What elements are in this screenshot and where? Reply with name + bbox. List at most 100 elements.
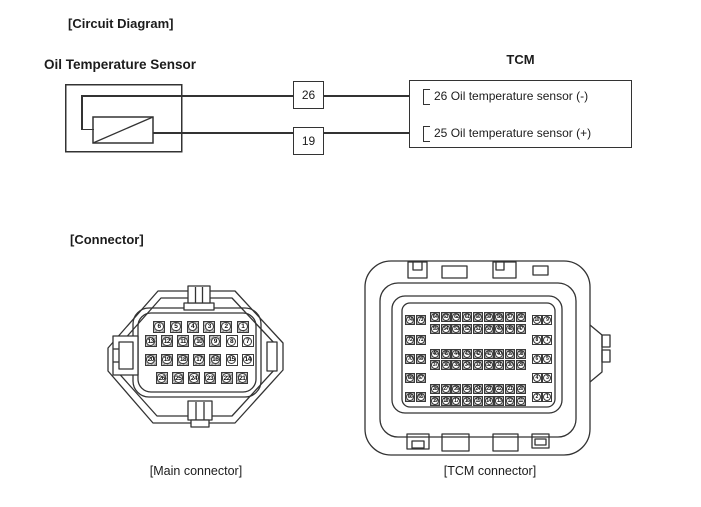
- pin-52: 52: [462, 324, 473, 335]
- wire-bottom-left: [152, 132, 294, 134]
- pin-38: 38: [515, 348, 526, 359]
- pin-6: 6: [153, 320, 165, 333]
- pin-number: 59: [484, 313, 493, 321]
- top-tab: [532, 265, 549, 276]
- pin-number: 26: [156, 373, 167, 383]
- main-connector-outline: [107, 285, 284, 428]
- pin-53: 53: [451, 324, 462, 335]
- pin-number: 32: [484, 361, 493, 370]
- pin-number: 65: [416, 393, 425, 401]
- pin-9: 9: [209, 335, 222, 348]
- bottom-tab-notch: [411, 440, 425, 449]
- pin-number: 11: [516, 397, 525, 406]
- pin-number: 54: [441, 325, 450, 334]
- pin-17: 17: [193, 353, 206, 366]
- pin-number: 6: [532, 354, 541, 363]
- bottom-tab: [492, 433, 519, 452]
- pin-number: 30: [505, 361, 514, 370]
- pin-number: 7: [543, 336, 552, 345]
- pin-59: 59: [483, 312, 494, 322]
- bottom-tab: [441, 433, 470, 452]
- pin-number: 70: [406, 354, 414, 363]
- pin-50: 50: [483, 324, 494, 335]
- pin-21: 21: [504, 384, 515, 395]
- pin-10: 10: [193, 335, 206, 348]
- bottom-tab-notch: [534, 438, 547, 446]
- pin-15: 15: [225, 353, 238, 366]
- pin-19: 19: [160, 353, 173, 366]
- pin-66: 66: [405, 392, 415, 402]
- pin-number: 19: [431, 397, 439, 406]
- pin-number: 58: [495, 313, 504, 321]
- pin-bracket-icon: [423, 88, 430, 105]
- pin-number: 17: [194, 354, 204, 365]
- pin-48: 48: [504, 324, 515, 335]
- connector-outer-shell: [364, 260, 591, 456]
- wire-top-left: [81, 95, 294, 97]
- pin-number: 27: [441, 385, 450, 394]
- pin-3: 3: [542, 373, 553, 383]
- pin-12: 12: [160, 335, 173, 348]
- pin-10: 10: [531, 315, 542, 326]
- pin-number: 9: [210, 336, 221, 347]
- pin-37: 37: [430, 360, 440, 371]
- pin-56: 56: [515, 312, 526, 322]
- pin-26: 26: [155, 372, 168, 384]
- pin-number: 56: [516, 313, 525, 321]
- right-lock-step: [601, 334, 611, 348]
- pin-number: 18: [441, 397, 450, 406]
- pin-58: 58: [494, 312, 505, 322]
- pin-number: 9: [543, 316, 552, 325]
- pin-number: 41: [484, 349, 493, 358]
- pin-number: 8: [226, 336, 237, 347]
- pin-23: 23: [483, 384, 494, 395]
- pin-57: 57: [504, 312, 515, 322]
- pin-14: 14: [241, 353, 254, 366]
- pin-27: 27: [440, 384, 451, 395]
- pin-8: 8: [225, 335, 238, 348]
- pin-44: 44: [451, 348, 462, 359]
- pin-62: 62: [451, 312, 462, 322]
- pin-7: 7: [241, 335, 254, 348]
- pin-number: 5: [171, 321, 181, 332]
- circuit-section-title: [Circuit Diagram]: [68, 16, 174, 31]
- pin-33: 33: [472, 360, 483, 371]
- pin-2: 2: [220, 320, 232, 333]
- pin-1: 1: [542, 392, 553, 402]
- pin-number: 52: [463, 325, 472, 334]
- left-lock-inner: [118, 341, 134, 370]
- tcm-pin-entry-text: 26 Oil temperature sensor (-): [434, 89, 588, 104]
- wire-top-right: [323, 95, 424, 97]
- pin-64: 64: [430, 312, 440, 322]
- pin-number: 23: [205, 373, 215, 383]
- sensor-outer-box: [65, 84, 183, 153]
- pin-74: 74: [405, 315, 415, 326]
- pin-55: 55: [430, 324, 440, 335]
- tcm-pin-label: Oil temperature sensor (+): [450, 125, 592, 140]
- pin-60: 60: [472, 312, 483, 322]
- thermistor-diagonal: [92, 116, 154, 144]
- connector-section-title: [Connector]: [70, 232, 144, 247]
- pin-number: 42: [473, 349, 482, 358]
- pin-45: 45: [440, 348, 451, 359]
- pin-number: 4: [187, 321, 198, 332]
- wire-sensor-stub: [81, 128, 94, 131]
- bottom-latch-tab: [187, 400, 213, 421]
- pin-51: 51: [472, 324, 483, 335]
- pin-number: 69: [416, 354, 425, 363]
- pin-26: 26: [451, 384, 462, 395]
- pin-13: 13: [494, 396, 505, 407]
- pin-24: 24: [188, 372, 200, 384]
- pin-field: [401, 302, 556, 408]
- pin-20: 20: [515, 384, 526, 395]
- pin-71: 71: [415, 335, 426, 346]
- pin-22: 22: [494, 384, 505, 395]
- pin-number: 25: [173, 373, 184, 383]
- pin-70: 70: [405, 353, 415, 364]
- pin-number: 29: [516, 361, 525, 370]
- pin-9: 9: [542, 315, 553, 326]
- pin-number: 35: [452, 361, 461, 370]
- junction-pin-number: 19: [301, 133, 316, 148]
- pin-49: 49: [494, 324, 505, 335]
